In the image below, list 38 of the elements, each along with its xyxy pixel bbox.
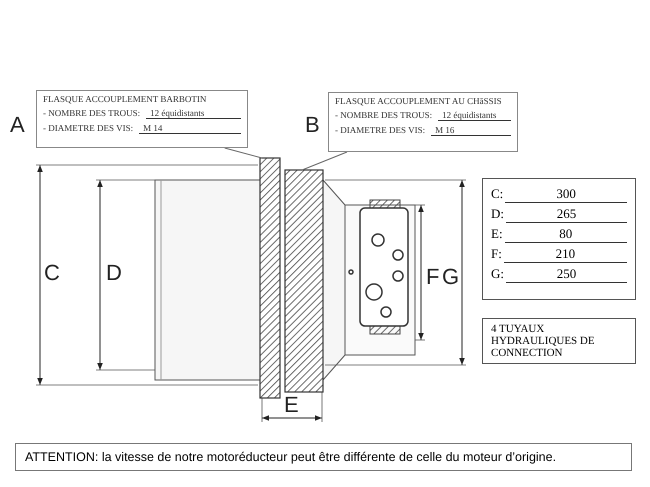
warning-text: ATTENTION: la vitesse de notre motoréducteur peut être différente de celle du moteur d’origine. (25, 450, 558, 464)
leader-line (224, 148, 262, 158)
dimension-name: E: (491, 226, 503, 243)
dimension-value: 265 (506, 206, 627, 223)
dimension-table (482, 178, 636, 300)
field-label: - NOMBRE DES TROUS: (43, 108, 140, 119)
dimension-name: G: (491, 266, 504, 283)
dimension-letter: A (10, 114, 25, 136)
field-value: 12 équidistants (146, 108, 241, 119)
note-text: 4 TUYAUX HYDRAULIQUES DE CONNECTION (491, 323, 596, 359)
dimension-name: C: (491, 186, 504, 203)
field-label: - DIAMETRE DES VIS: (43, 123, 134, 134)
field-value: M 14 (139, 123, 241, 134)
flange (259, 157, 281, 399)
callout-heading: FLASQUE ACCOUPLEMENT BARBOTIN (43, 94, 208, 104)
dimension-letter: B (305, 114, 320, 136)
callout-heading: FLASQUE ACCOUPLEMENT AU CHāSSIS (335, 96, 503, 106)
dimension-name: D: (491, 206, 504, 223)
note-box (482, 318, 636, 364)
warning-box (15, 443, 632, 471)
flange (284, 169, 324, 393)
field-value: 12 équidistants (438, 110, 511, 121)
dimension-value: 250 (506, 266, 627, 283)
field-value: M 16 (431, 125, 511, 136)
dimension-name: F: (491, 246, 502, 263)
callout-box (36, 90, 248, 148)
field-label: - DIAMETRE DES VIS: (335, 125, 426, 136)
dimension-value: 210 (504, 246, 627, 263)
dimension-letter: F (426, 266, 440, 288)
dimension-value: 80 (504, 226, 627, 243)
field-label: - NOMBRE DES TROUS: (335, 110, 432, 121)
dimension-value: 300 (505, 186, 627, 203)
dimension-letter: E (284, 394, 299, 416)
dimension-letter: C (44, 262, 60, 284)
dimension-letter: D (106, 262, 122, 284)
callout-box (328, 92, 518, 152)
leader-line (302, 152, 348, 170)
dimension-letter: G (442, 266, 460, 288)
